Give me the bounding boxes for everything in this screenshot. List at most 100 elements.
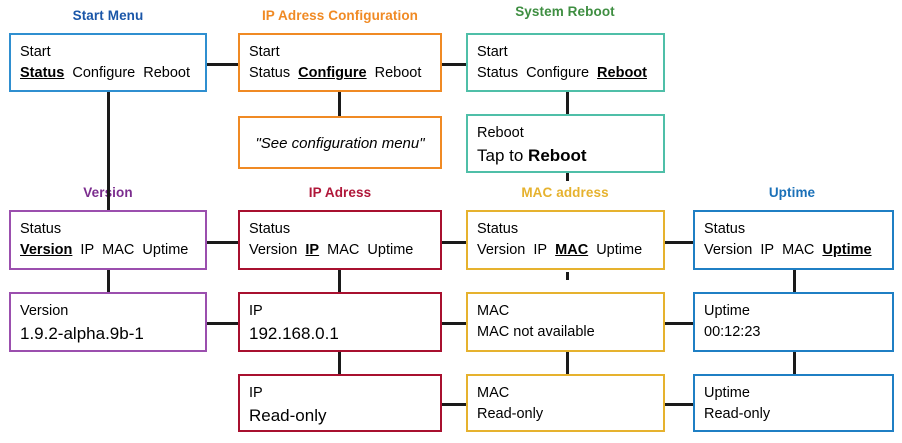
connector-statusuptime-to-uptimevalue — [793, 270, 796, 292]
mac-readonly-text: Read-only — [477, 406, 544, 422]
node-mac-readonly[interactable]: MAC Read-only — [466, 374, 665, 432]
menu-item-ip[interactable]: IP — [80, 242, 95, 258]
menu-item-configure[interactable]: Configure — [526, 65, 590, 81]
node-header: Status — [20, 221, 62, 237]
column-title-start-menu: Start Menu — [72, 8, 144, 23]
menu-item-configure[interactable]: Configure — [72, 65, 136, 81]
node-status-ip-screen[interactable]: Status Version IP MAC Uptime — [238, 210, 442, 270]
uptime-value-text: 00:12:23 — [704, 324, 761, 340]
node-status-uptime-screen[interactable]: Status Version IP MAC Uptime — [693, 210, 894, 270]
connector-mac-to-uptime-row3 — [665, 403, 693, 406]
node-ip-value[interactable]: IP 192.168.0.1 — [238, 292, 442, 352]
menu-item-version[interactable]: Version — [249, 242, 298, 258]
menu-item-uptime[interactable]: Uptime — [822, 242, 872, 258]
node-header: IP — [249, 385, 263, 401]
node-header: MAC — [477, 303, 510, 319]
ip-readonly-text: Read-only — [249, 406, 327, 425]
node-header: Status — [477, 221, 519, 237]
connector-reboot-to-rebootaction — [566, 92, 569, 114]
reboot-action-strong[interactable]: Reboot — [528, 146, 587, 165]
node-header: Status — [704, 221, 746, 237]
menu-item-uptime[interactable]: Uptime — [596, 242, 643, 258]
connector-ip-to-mac-row3 — [442, 403, 466, 406]
menu-row: Status Configure Reboot — [477, 63, 654, 84]
menu-row: Status Configure Reboot — [249, 63, 431, 84]
menu-item-mac[interactable]: MAC — [327, 242, 360, 258]
connector-macvalue-to-macreadonly — [566, 352, 569, 374]
column-title-ip-address: IP Adress — [308, 185, 372, 200]
connector-statusip-to-ipvalue — [338, 270, 341, 292]
connector-ip-to-mac-row1 — [442, 241, 466, 244]
menu-item-mac[interactable]: MAC — [102, 242, 135, 258]
node-ip-readonly[interactable]: IP Read-only — [238, 374, 442, 432]
connector-ipvalue-to-ipreadonly — [338, 352, 341, 374]
menu-item-version[interactable]: Version — [704, 242, 753, 258]
connector-mac-to-uptime-row2 — [665, 322, 693, 325]
node-header: Uptime — [704, 303, 750, 319]
connector-rebootaction-stub — [566, 173, 569, 181]
connector-ipconfig-to-reboot — [442, 63, 466, 66]
node-version-value[interactable]: Version 1.9.2-alpha.9b-1 — [9, 292, 207, 352]
connector-startmenu-to-ipconfig — [205, 63, 238, 66]
node-configuration-note: "See configuration menu" — [238, 116, 442, 169]
menu-item-ip[interactable]: IP — [760, 242, 775, 258]
connector-version-to-ip-row2 — [205, 322, 238, 325]
node-header: Version — [20, 303, 69, 319]
menu-item-mac[interactable]: MAC — [782, 242, 815, 258]
menu-item-version[interactable]: Version — [477, 242, 526, 258]
menu-item-version[interactable]: Version — [20, 242, 73, 258]
node-mac-value[interactable]: MAC MAC not available — [466, 292, 665, 352]
column-title-uptime: Uptime — [768, 185, 816, 200]
column-title-mac-address: MAC address — [521, 185, 609, 200]
connector-ip-to-mac-row2 — [442, 322, 466, 325]
node-header: MAC — [477, 385, 510, 401]
menu-item-configure[interactable]: Configure — [298, 65, 367, 81]
menu-item-uptime[interactable]: Uptime — [367, 242, 414, 258]
connector-uptimevalue-to-uptimereadonly — [793, 352, 796, 374]
node-uptime-readonly[interactable]: Uptime Read-only — [693, 374, 894, 432]
menu-item-reboot[interactable]: Reboot — [597, 65, 647, 81]
node-header: Start — [20, 44, 51, 60]
node-header: Reboot — [477, 125, 524, 141]
node-header: Start — [249, 44, 280, 60]
column-title-system-reboot: System Reboot — [515, 4, 615, 19]
node-header: Start — [477, 44, 508, 60]
menu-item-ip[interactable]: IP — [305, 242, 320, 258]
node-header: Uptime — [704, 385, 750, 401]
menu-row: Version IP MAC Uptime — [704, 240, 883, 261]
node-uptime-value[interactable]: Uptime 00:12:23 — [693, 292, 894, 352]
connector-statusversion-to-versionvalue — [107, 270, 110, 292]
node-status-mac-screen[interactable]: Status Version IP MAC Uptime — [466, 210, 665, 270]
node-configure-screen[interactable]: Start Status Configure Reboot — [238, 33, 442, 92]
node-start-menu-screen[interactable]: Start Status Configure Reboot — [9, 33, 207, 92]
reboot-action-row: Tap to Reboot — [477, 144, 654, 167]
uptime-readonly-text: Read-only — [704, 406, 771, 422]
connector-statusmac-stub — [566, 272, 569, 280]
version-value-text: 1.9.2-alpha.9b-1 — [20, 324, 144, 343]
menu-item-status[interactable]: Status — [477, 65, 519, 81]
ip-value-text: 192.168.0.1 — [249, 324, 339, 343]
menu-item-status[interactable]: Status — [249, 65, 291, 81]
menu-item-mac[interactable]: MAC — [555, 242, 589, 258]
menu-item-reboot[interactable]: Reboot — [374, 65, 422, 81]
configuration-note-text: "See configuration menu" — [255, 134, 425, 152]
menu-item-uptime[interactable]: Uptime — [142, 242, 189, 258]
connector-startmenu-to-version — [107, 90, 110, 210]
mac-value-text: MAC not available — [477, 324, 595, 340]
menu-row: Status Configure Reboot — [20, 63, 196, 84]
connector-version-to-ip-row1 — [205, 241, 238, 244]
menu-item-status[interactable]: Status — [20, 65, 65, 81]
node-status-version-screen[interactable]: Status Version IP MAC Uptime — [9, 210, 207, 270]
reboot-action-prefix: Tap to — [477, 146, 529, 165]
node-header: Status — [249, 221, 291, 237]
connector-mac-to-uptime-row1 — [665, 241, 693, 244]
menu-item-ip[interactable]: IP — [533, 242, 548, 258]
node-reboot-action[interactable]: Reboot Tap to Reboot — [466, 114, 665, 173]
menu-item-reboot[interactable]: Reboot — [143, 65, 191, 81]
column-title-ip-configuration: IP Adress Configuration — [261, 8, 419, 23]
menu-row: Version IP MAC Uptime — [477, 240, 654, 261]
node-reboot-screen[interactable]: Start Status Configure Reboot — [466, 33, 665, 92]
menu-row: Version IP MAC Uptime — [20, 240, 196, 261]
node-header: IP — [249, 303, 263, 319]
